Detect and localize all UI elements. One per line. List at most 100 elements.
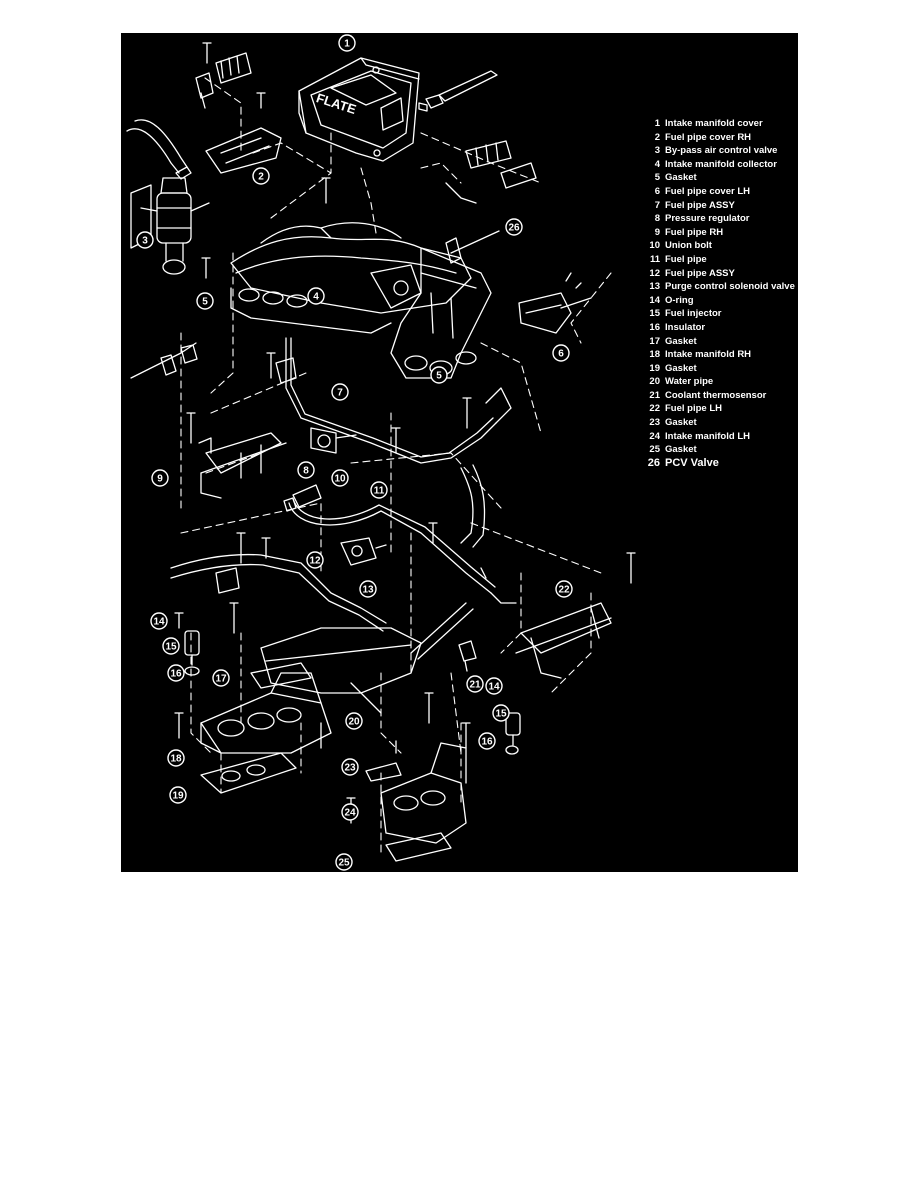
legend-label: Gasket — [665, 444, 697, 456]
callout-circle — [359, 580, 377, 598]
callout-circle — [505, 218, 523, 236]
fuel-pipe-lh — [515, 602, 612, 679]
bypass-air-control-valve — [130, 177, 210, 275]
legend-label: Intake manifold collector — [665, 158, 777, 170]
legend-label: Intake manifold cover — [665, 118, 763, 129]
legend-label: Intake manifold LH — [665, 430, 750, 442]
legend-label: Fuel pipe cover LH — [665, 185, 750, 197]
gasket-19 — [200, 752, 297, 794]
legend-number: 18 — [649, 349, 660, 361]
legend-label: Fuel pipe ASSY — [665, 199, 735, 211]
callout-number: 7 — [337, 388, 343, 399]
callout-17: 17 — [212, 669, 230, 687]
callout-7: 7 — [331, 383, 349, 401]
callout-15: 15 — [492, 704, 510, 722]
gasket-25 — [385, 832, 452, 862]
legend-number: 26 — [647, 456, 660, 469]
legend-number: 15 — [649, 308, 660, 320]
legend-label: Fuel pipe — [665, 253, 707, 265]
exploded-diagram: FLATE — [121, 33, 798, 872]
legend-item: 10 Union bolt — [641, 239, 796, 253]
callout-circle — [485, 677, 503, 695]
legend-number: 9 — [654, 226, 660, 238]
fuel-pipe — [288, 498, 517, 604]
legend-label: O-ring — [665, 294, 694, 306]
intake-manifold-rh — [200, 672, 332, 754]
callout-number: 5 — [202, 297, 208, 308]
callout-circle — [151, 469, 169, 487]
callout-number: 13 — [362, 585, 374, 596]
callout-20: 20 — [345, 712, 363, 730]
callout-circle — [341, 758, 359, 776]
callout-number: 14 — [153, 617, 165, 628]
callout-21: 21 — [466, 675, 484, 693]
callout-circle — [466, 675, 484, 693]
callout-number: 25 — [338, 858, 350, 869]
legend-number: 11 — [649, 253, 660, 265]
legend-number: 2 — [654, 131, 660, 143]
callout-number: 5 — [436, 371, 442, 382]
legend-number: 8 — [654, 213, 660, 225]
legend-number: 3 — [654, 145, 660, 157]
callout-number: 22 — [558, 585, 570, 596]
callout-number: 14 — [488, 682, 500, 693]
pcv-valve — [445, 230, 500, 264]
callout-circle — [331, 383, 349, 401]
connector-top-right — [445, 140, 537, 204]
callout-16: 16 — [478, 732, 496, 750]
legend-number: 5 — [654, 172, 660, 184]
harness-connector-left — [130, 342, 198, 379]
callout-number: 18 — [170, 754, 182, 765]
callout-8: 8 — [297, 461, 315, 479]
legend-number: 10 — [649, 240, 660, 252]
callout-number: 16 — [170, 669, 182, 680]
callout-6: 6 — [552, 344, 570, 362]
legend-number: 22 — [649, 403, 660, 415]
elbow-hose — [460, 464, 486, 548]
legend-number: 6 — [654, 185, 660, 197]
callout-number: 23 — [344, 763, 356, 774]
callout-circle — [478, 732, 496, 750]
callout-number: 2 — [258, 172, 264, 183]
callout-circle — [335, 853, 353, 871]
fuel-pipe-cover-rh — [205, 127, 282, 174]
legend-label: Gasket — [665, 417, 697, 429]
water-pipe — [260, 627, 422, 714]
legend-number: 12 — [649, 267, 660, 279]
callout-16: 16 — [167, 664, 185, 682]
legend-label: Gasket — [665, 335, 697, 347]
legend-label: Intake manifold RH — [665, 349, 752, 361]
callout-circle — [307, 287, 325, 305]
legend-label: Coolant thermosensor — [665, 389, 767, 401]
callout-12: 12 — [306, 551, 324, 569]
callout-14: 14 — [485, 677, 503, 695]
diagram-svg: FLATE — [126, 34, 636, 871]
callout-number: 21 — [469, 680, 481, 691]
legend-label: By-pass air control valve — [665, 145, 778, 157]
callout-number: 8 — [303, 466, 309, 477]
fuel-pipe-rh — [198, 432, 287, 499]
intake-manifold-cover: FLATE — [298, 57, 420, 162]
callout-5: 5 — [196, 292, 214, 310]
callout-3: 3 — [136, 231, 154, 249]
legend-number: 19 — [649, 362, 660, 374]
legend-number: 21 — [649, 389, 660, 401]
callout-number: 1 — [344, 39, 350, 50]
callout-26: 26 — [505, 218, 523, 236]
callout-number: 15 — [495, 709, 507, 720]
legend-label: Union bolt — [665, 240, 712, 252]
callout-19: 19 — [169, 786, 187, 804]
callout-circle — [167, 664, 185, 682]
legend-label: Fuel pipe cover RH — [665, 131, 752, 143]
